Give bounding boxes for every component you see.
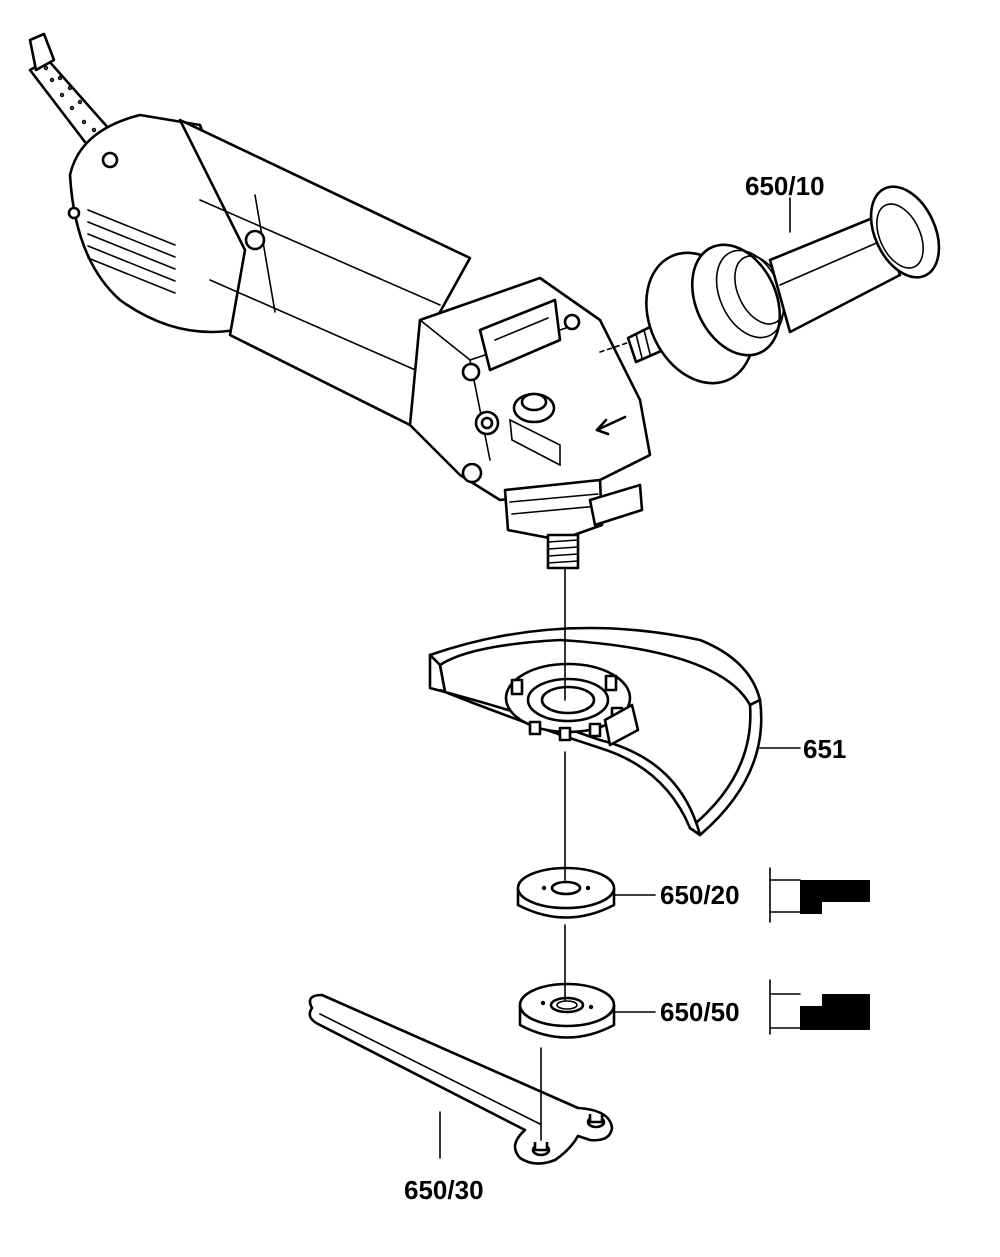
grinder-body (67, 113, 652, 570)
label-auxiliary-handle: 650/10 (745, 171, 825, 201)
wheel-guard (428, 626, 763, 837)
spanner-wrench (308, 993, 614, 1165)
backing-flange-section (769, 867, 870, 923)
assembly-axis (540, 567, 566, 1141)
backing-flange (516, 866, 616, 919)
label-wheel-guard: 651 (803, 734, 846, 764)
leader-lines (439, 197, 801, 1159)
label-spanner-wrench: 650/30 (404, 1175, 484, 1205)
label-clamping-nut: 650/50 (660, 997, 740, 1027)
power-cord (28, 32, 112, 148)
label-backing-flange: 650/20 (660, 880, 740, 910)
clamping-nut-section (769, 979, 870, 1035)
auxiliary-handle (599, 185, 941, 385)
clamping-nut (518, 982, 616, 1039)
